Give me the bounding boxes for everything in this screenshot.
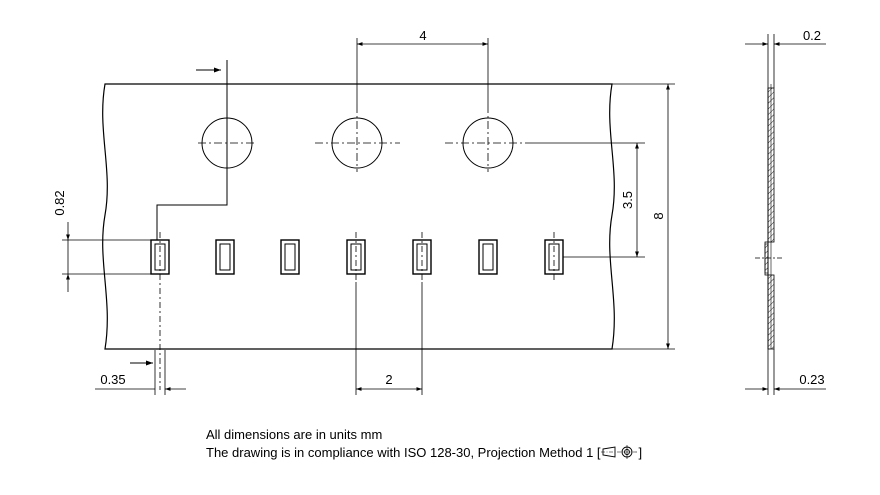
dim-sprocket-pitch-label: 4 — [419, 28, 426, 43]
pocket — [280, 239, 300, 275]
dim-pocket-length-label: 0.82 — [52, 190, 67, 215]
projection-method-1-icon — [600, 445, 638, 459]
compliance-text: The drawing is in compliance with ISO 12… — [206, 445, 601, 460]
dim-pocket-pitch — [355, 282, 423, 395]
dim-pocket-length — [62, 222, 151, 292]
dim-sprocket-pitch — [356, 38, 489, 105]
hole-center-lines — [198, 95, 532, 172]
side-section-view — [755, 84, 782, 350]
dim-hole-to-pocket-label: 3.5 — [620, 191, 635, 209]
dim-cover-thickness — [745, 34, 826, 88]
compliance-note: The drawing is in compliance with ISO 12… — [206, 445, 642, 460]
dim-pocket-pitch-label: 2 — [385, 372, 392, 387]
dim-tape-thickness — [745, 349, 826, 395]
dim-tape-width — [612, 83, 675, 350]
pocket — [478, 239, 498, 275]
dim-hole-to-pocket — [532, 142, 645, 258]
dim-cover-thickness-label: 0.2 — [803, 28, 821, 43]
pocket-center-lines — [159, 232, 555, 390]
dim-tape-thickness-label: 0.23 — [799, 372, 824, 387]
compliance-suffix: ] — [638, 445, 643, 460]
reference-leader — [156, 60, 228, 240]
pockets — [150, 239, 564, 275]
tape-outline — [102, 83, 615, 350]
dim-pocket-offset-label: 0.35 — [100, 372, 125, 387]
dim-tape-width-label: 8 — [651, 212, 666, 219]
pocket — [215, 239, 235, 275]
units-note: All dimensions are in units mm — [206, 427, 383, 442]
dim-pocket-offset — [95, 350, 186, 395]
